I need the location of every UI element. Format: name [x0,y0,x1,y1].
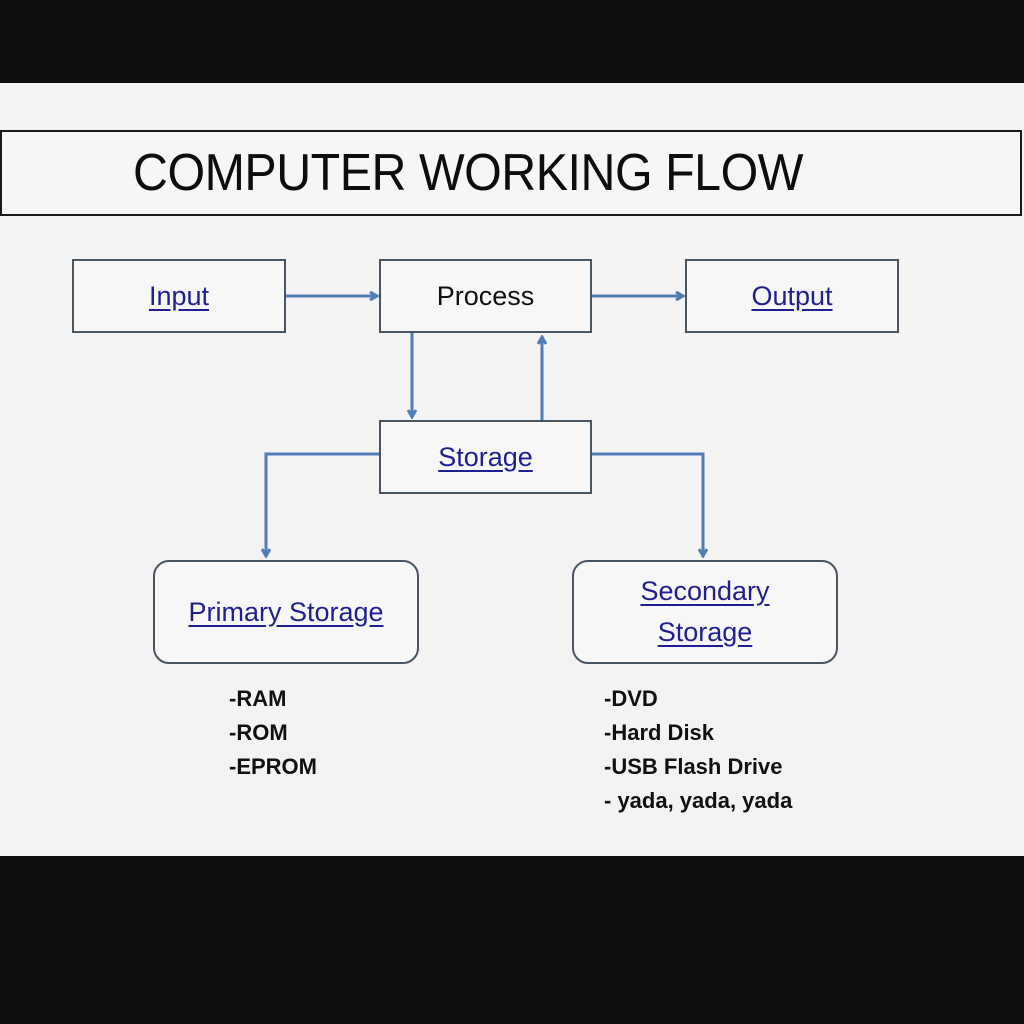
list-item: - yada, yada, yada [604,788,793,813]
output-node[interactable]: Output [685,259,899,333]
input-node[interactable]: Input [72,259,286,333]
primary-storage-list: -RAM -ROM -EPROM [229,682,317,784]
primary-storage-node[interactable]: Primary Storage [153,560,419,664]
list-item: -USB Flash Drive [604,754,783,779]
secondary-storage-label-line2[interactable]: Storage [657,617,753,647]
list-item: -Hard Disk [604,720,715,745]
arrow-storage-to-primary [266,452,379,556]
title-bar [0,130,1022,216]
process-label: Process [436,280,535,311]
arrow-storage-to-secondary [592,452,703,556]
process-node[interactable]: Process [379,259,592,333]
secondary-storage-list: -DVD -Hard Disk -USB Flash Drive - yada,… [604,682,792,818]
secondary-storage-node[interactable]: Secondary Storage [572,560,838,664]
list-item: -DVD [604,686,658,711]
diagram-title: COMPUTER WORKING FLOW [133,144,803,202]
storage-node[interactable]: Storage [379,420,592,494]
storage-label[interactable]: Storage [438,441,533,472]
output-label[interactable]: Output [751,280,833,311]
list-item: -RAM [229,686,287,711]
secondary-storage-label-line1[interactable]: Secondary [640,576,770,606]
input-label[interactable]: Input [148,280,210,311]
primary-storage-label[interactable]: Primary Storage [188,596,384,627]
list-item: -ROM [229,720,288,745]
list-item: -EPROM [229,754,317,779]
